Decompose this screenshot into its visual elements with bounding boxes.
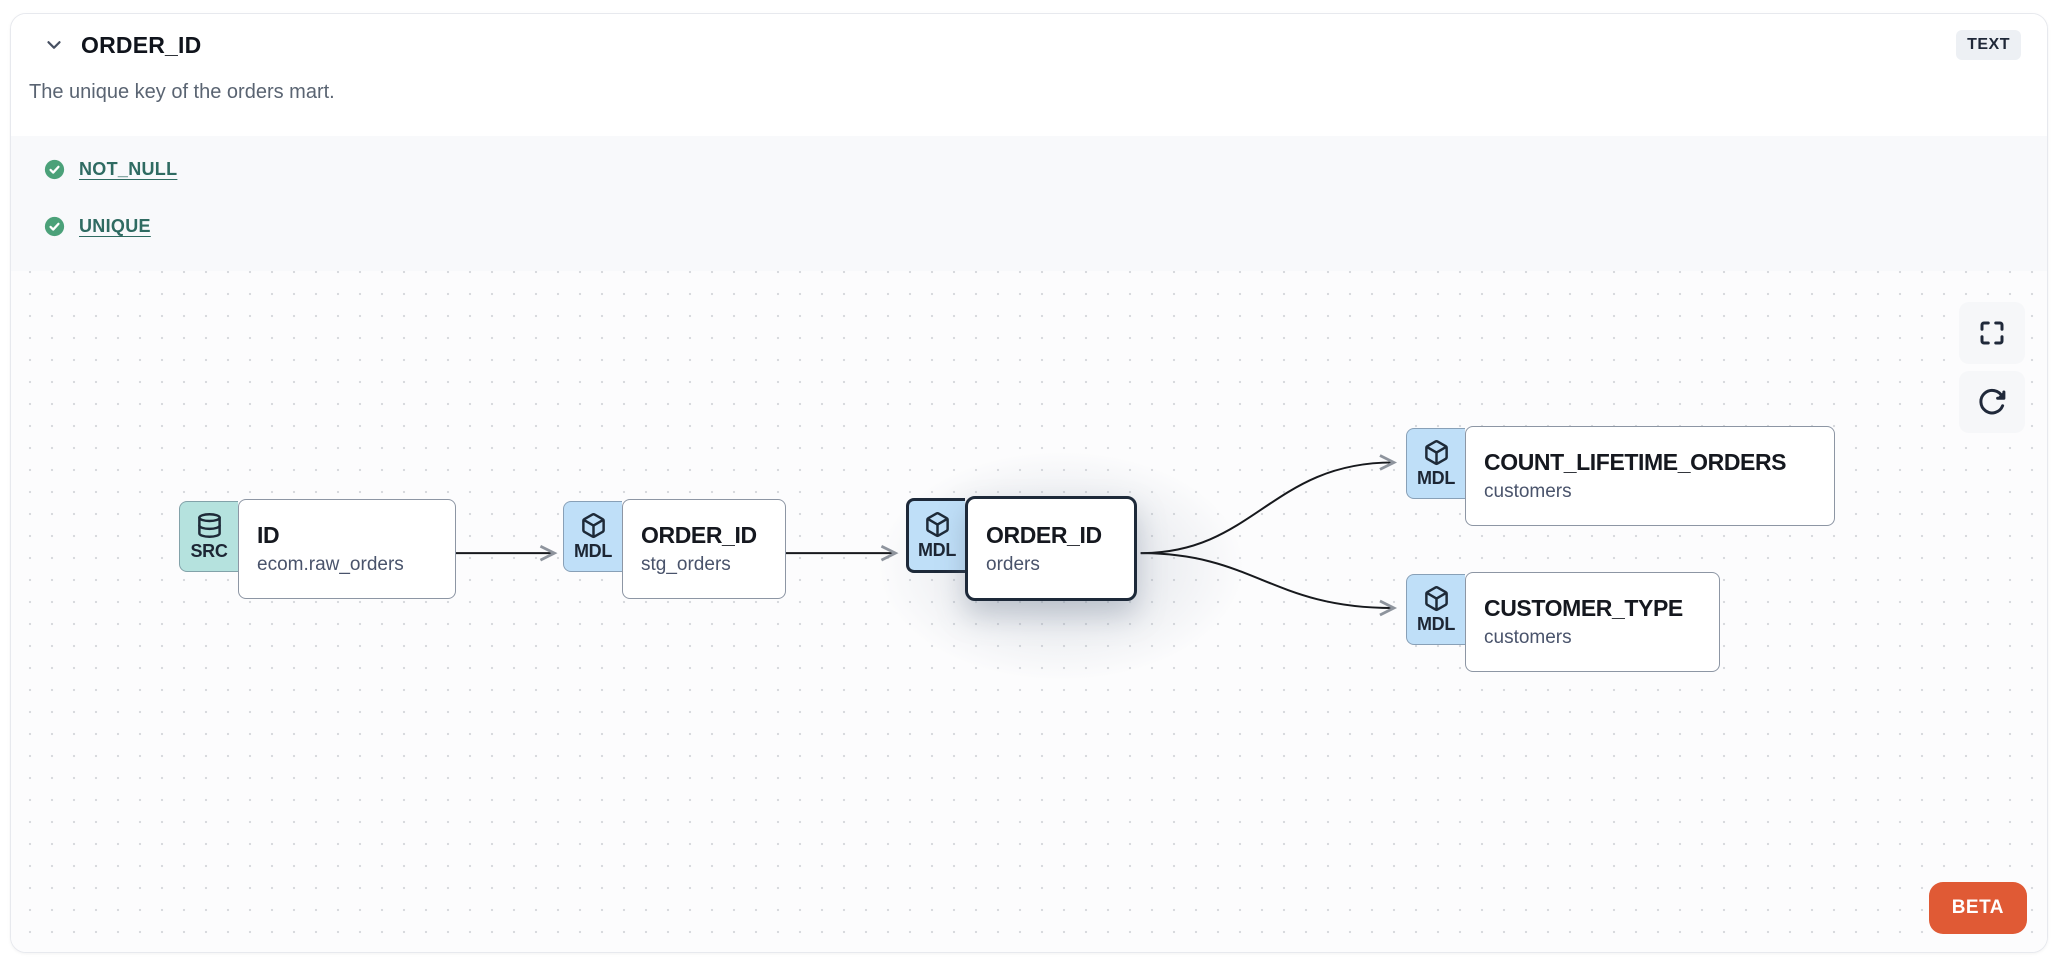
cube-icon xyxy=(1424,439,1448,465)
node-subtitle: customers xyxy=(1484,627,1572,648)
test-link-not-null[interactable]: NOT_NULL xyxy=(79,158,178,179)
node-type-badge: MDL xyxy=(906,498,965,573)
node-card: CUSTOMER_TYPE customers xyxy=(1465,572,1720,672)
fullscreen-button[interactable] xyxy=(1959,302,2025,364)
fullscreen-icon xyxy=(1980,321,2004,345)
node-title: CUSTOMER_TYPE xyxy=(1484,595,1683,621)
lineage-node-orderid-orders-selected[interactable]: MDL ORDER_ID orders xyxy=(906,496,1137,601)
column-detail-panel: ORDER_ID TEXT The unique key of the orde… xyxy=(10,13,2048,953)
node-title: ORDER_ID xyxy=(641,522,757,548)
node-type-badge: SRC xyxy=(179,501,238,572)
column-description: The unique key of the orders mart. xyxy=(29,81,335,103)
column-header: ORDER_ID TEXT The unique key of the orde… xyxy=(11,14,2047,136)
lineage-node-customer-type[interactable]: MDL CUSTOMER_TYPE customers xyxy=(1406,572,1720,672)
node-type-badge: MDL xyxy=(1406,428,1465,499)
lineage-node-orderid-stg-orders[interactable]: MDL ORDER_ID stg_orders xyxy=(563,499,786,599)
node-subtitle: ecom.raw_orders xyxy=(257,554,404,575)
node-title: COUNT_LIFETIME_ORDERS xyxy=(1484,449,1787,475)
cube-icon xyxy=(581,512,605,538)
check-circle-icon xyxy=(44,216,65,236)
column-type-badge: TEXT xyxy=(1956,30,2021,60)
node-subtitle: stg_orders xyxy=(641,554,731,575)
cube-icon xyxy=(1424,585,1448,611)
cube-icon xyxy=(925,511,949,537)
node-type-label: MDL xyxy=(573,540,613,561)
refresh-icon xyxy=(1979,388,2006,415)
check-circle-icon xyxy=(44,159,65,179)
node-type-badge: MDL xyxy=(563,501,622,572)
node-subtitle: orders xyxy=(986,553,1040,575)
node-subtitle: customers xyxy=(1484,481,1572,502)
node-card: ORDER_ID stg_orders xyxy=(622,499,786,599)
tests-section: NOT_NULL UNIQUE xyxy=(11,136,2047,271)
beta-badge: BETA xyxy=(1928,882,2027,934)
node-type-badge: MDL xyxy=(1406,574,1465,645)
node-card: ID ecom.raw_orders xyxy=(238,499,456,599)
test-row: UNIQUE xyxy=(44,215,2047,237)
node-card: COUNT_LIFETIME_ORDERS customers xyxy=(1465,426,1835,526)
lineage-node-id-raw-orders[interactable]: SRC ID ecom.raw_orders xyxy=(179,499,456,599)
test-link-unique[interactable]: UNIQUE xyxy=(79,215,151,236)
lineage-node-count-lifetime-orders[interactable]: MDL COUNT_LIFETIME_ORDERS customers xyxy=(1406,426,1835,526)
node-card: ORDER_ID orders xyxy=(965,496,1137,601)
node-type-label: MDL xyxy=(1416,467,1456,488)
node-type-label: MDL xyxy=(917,539,957,560)
node-title: ID xyxy=(257,522,280,548)
chevron-down-icon xyxy=(47,41,61,49)
refresh-button[interactable] xyxy=(1959,371,2025,433)
test-row: NOT_NULL xyxy=(44,158,2047,180)
collapse-chevron-button[interactable] xyxy=(39,30,69,60)
canvas-controls xyxy=(1959,302,2025,433)
node-type-label: SRC xyxy=(190,540,228,561)
column-title: ORDER_ID xyxy=(81,31,202,58)
lineage-canvas[interactable]: SRC ID ecom.raw_orders MDL ORDER_ID stg_… xyxy=(11,271,2047,952)
node-type-label: MDL xyxy=(1416,613,1456,634)
database-icon xyxy=(197,512,221,538)
node-title: ORDER_ID xyxy=(986,521,1102,548)
